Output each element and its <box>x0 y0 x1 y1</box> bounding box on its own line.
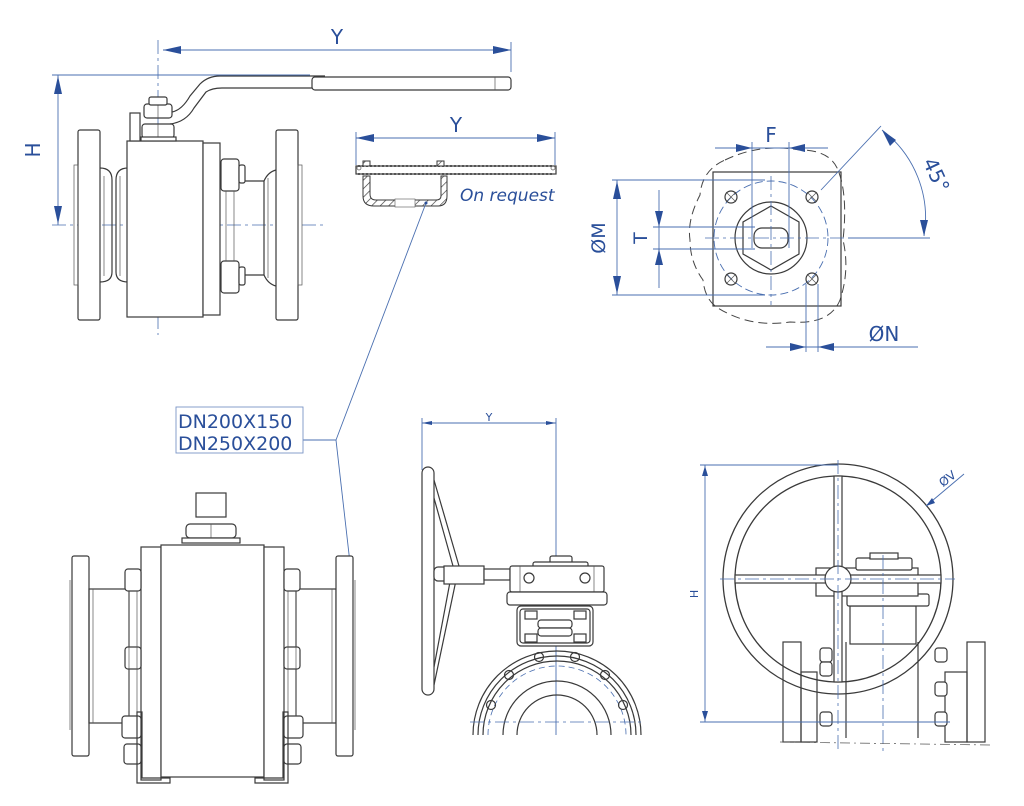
size-callout: DN200X150 DN250X200 <box>175 201 428 565</box>
handwheel-hub <box>443 565 485 585</box>
input-shaft <box>483 568 511 581</box>
bolt-nut <box>220 260 240 294</box>
left-flange-face <box>73 164 79 286</box>
right-flange <box>275 129 299 321</box>
gearbox-flange <box>506 591 608 606</box>
extension-tube <box>355 165 557 175</box>
flange-bolt-circle <box>487 665 627 736</box>
lever-arm-top <box>171 75 325 113</box>
mounting-plate <box>712 171 842 307</box>
left-flange <box>77 129 101 321</box>
stem-top <box>148 96 168 106</box>
lever-valve-side-view: Y H <box>21 25 512 335</box>
right-flange <box>335 555 354 757</box>
left-end-cap <box>140 546 162 781</box>
size-tag-box <box>175 406 304 454</box>
support-foot-right <box>254 711 289 784</box>
bolt-nuts-left <box>121 568 142 765</box>
right-end-cap <box>263 546 285 781</box>
bolt-hole <box>724 190 738 204</box>
flange-bore-outer <box>502 680 612 736</box>
flange-bolts <box>819 647 948 727</box>
washer <box>181 537 241 544</box>
dim-label-Y-extension: Y <box>449 113 463 137</box>
bolt-hole <box>805 272 819 286</box>
stem-top <box>195 492 227 518</box>
dimension-T: T <box>630 190 755 288</box>
dim-label-Y: Y <box>330 25 344 49</box>
dim-label-V: ØV <box>936 467 959 489</box>
right-neck <box>263 169 277 287</box>
handwheel-rim <box>421 466 435 696</box>
left-flange <box>71 555 90 757</box>
stop-plate <box>129 112 141 142</box>
valve-body <box>126 140 204 318</box>
left-neck <box>88 588 130 724</box>
flange-outer <box>472 650 642 736</box>
flange-bore <box>516 694 598 736</box>
support-foot-left <box>136 711 171 784</box>
bolt-hole <box>805 190 819 204</box>
left-neck <box>99 167 113 283</box>
gearbox-bolt <box>523 572 535 584</box>
right-neck <box>295 588 337 724</box>
leader-line <box>335 202 427 564</box>
body-end-cap <box>202 142 221 316</box>
lever-arm-bottom <box>169 87 325 125</box>
dim-label-H: H <box>21 142 45 157</box>
right-flange <box>966 641 986 743</box>
bolt-hole <box>724 272 738 286</box>
gearbox-bolt <box>579 572 591 584</box>
size-tag-line-1: DN200X150 <box>178 411 292 433</box>
coupling-nut <box>537 619 573 629</box>
lever-extension-detail: Y On request <box>355 113 557 208</box>
washer <box>140 136 177 142</box>
left-flange <box>782 641 802 743</box>
valve-body <box>160 544 265 778</box>
on-request-note: On request <box>460 186 556 206</box>
size-tag-line-2: DN250X200 <box>178 433 292 455</box>
gear-operator-side-view: Y <box>421 411 645 736</box>
dimension-N: ØN <box>766 284 918 352</box>
dim-label-M: ØM <box>588 222 610 253</box>
dim-label-Y-gear: Y <box>485 411 493 424</box>
dimension-H-gear: H <box>688 464 950 723</box>
flange-bolt-holes <box>485 651 629 711</box>
dim-label-H-gear: H <box>688 590 701 598</box>
bolt-nut <box>220 158 240 192</box>
lever-grip <box>311 76 512 91</box>
dimension-F: F <box>715 123 828 248</box>
dim-label-N: ØN <box>869 322 900 346</box>
dimension-H-lever: H <box>21 74 310 225</box>
bolt-nuts-right <box>283 568 304 765</box>
dim-label-F: F <box>765 123 777 147</box>
body-outline-dashed <box>689 147 847 324</box>
dimension-M: ØM <box>588 179 765 296</box>
angle-label: 45° <box>918 154 955 196</box>
gear-operator-front-view: H ØV <box>688 460 991 752</box>
dim-label-T: T <box>630 232 652 245</box>
dimension-Y-lever: Y <box>163 25 512 72</box>
large-valve-front-view <box>69 492 356 784</box>
dimension-V: ØV <box>925 467 965 507</box>
top-flange-detail: F ØM T ØN <box>588 123 955 352</box>
